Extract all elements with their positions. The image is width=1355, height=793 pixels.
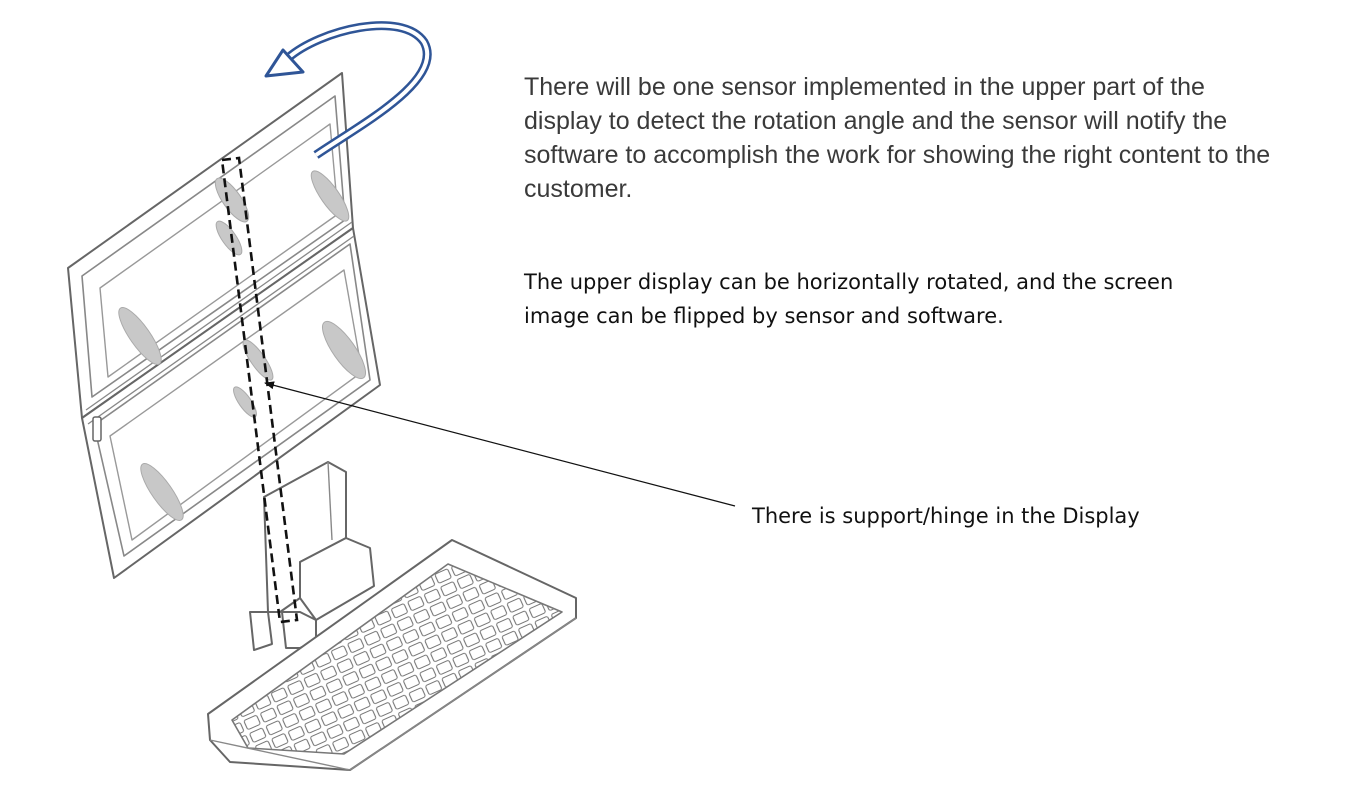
screen-figures [118, 170, 366, 521]
hinge-seam [85, 221, 355, 442]
hinge-label-text: There is support/hinge in the Display [752, 504, 1140, 528]
monitor-stand [249, 461, 375, 651]
curved-arrow-icon [264, 21, 432, 159]
arrow-pointer-icon [264, 381, 736, 507]
keyboard [207, 539, 577, 771]
rotation-note-text: The upper display can be horizontally ro… [524, 270, 1174, 328]
sensor-note-text: There will be one sensor implemented in … [524, 73, 1271, 203]
hinge-dashed-outline [220, 156, 299, 624]
